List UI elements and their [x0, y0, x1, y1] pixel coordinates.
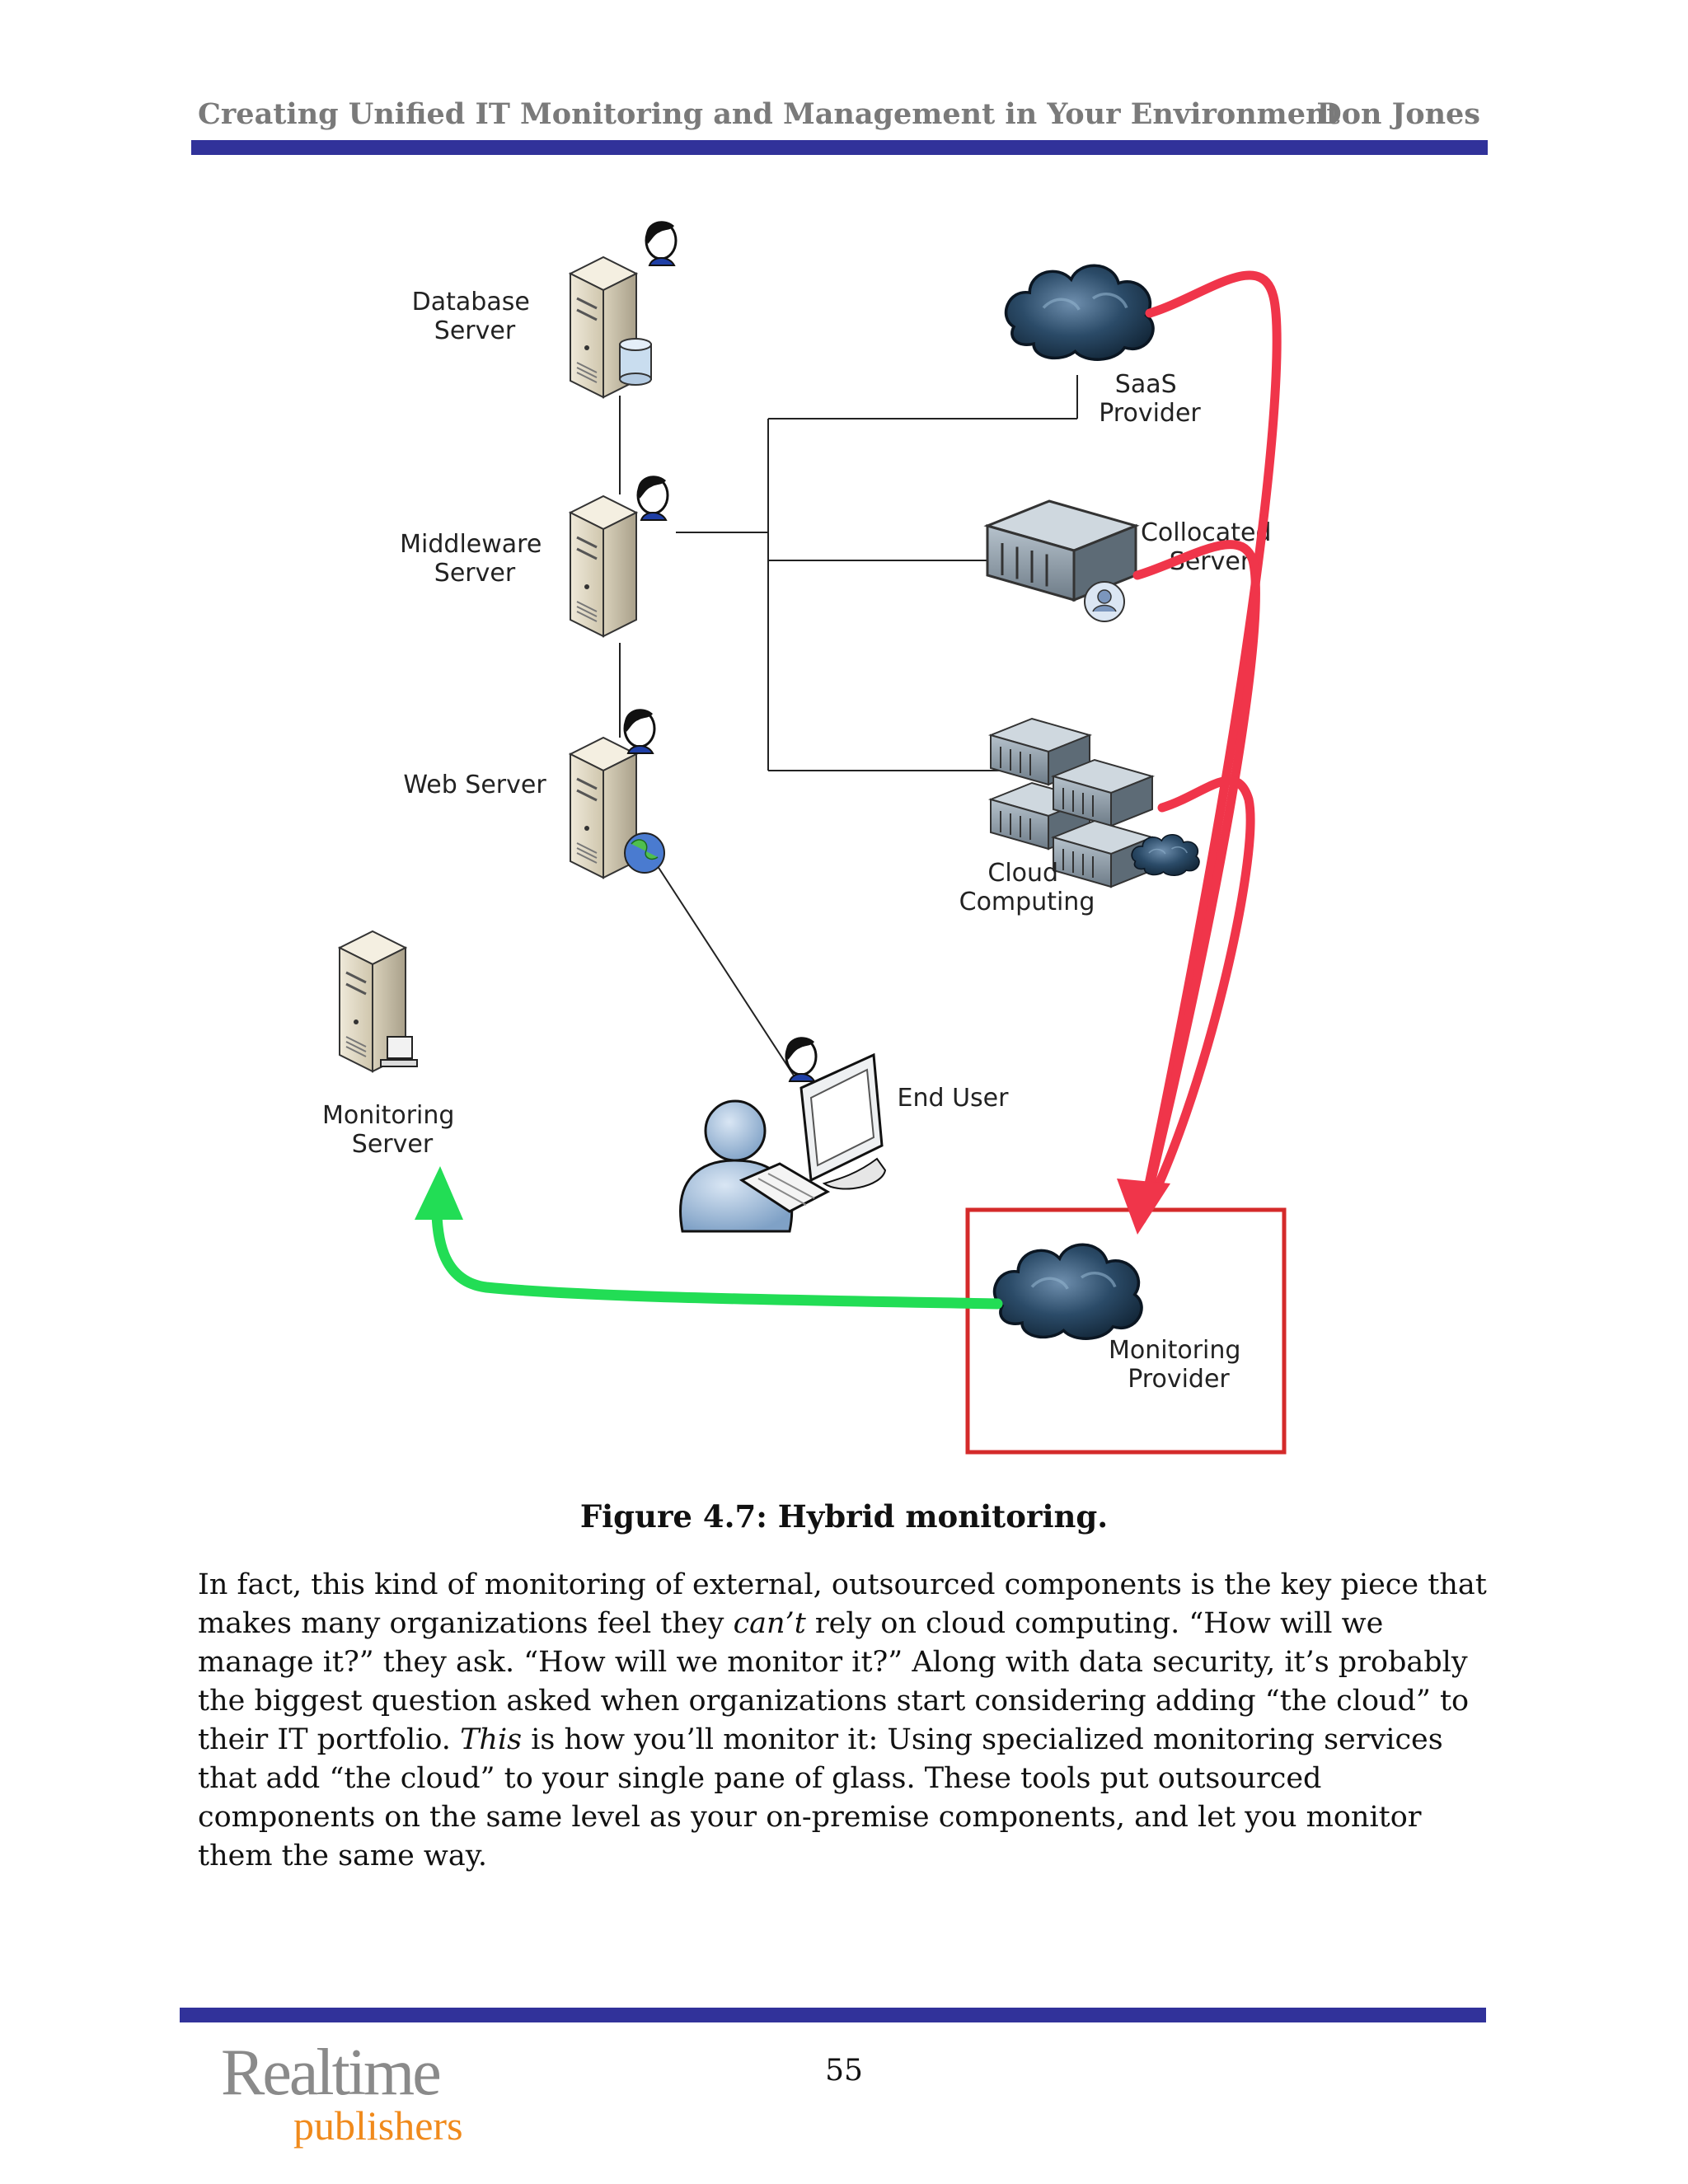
publisher-logo: Realtime publishers	[221, 2036, 485, 2151]
monitoring-provider-label: Monitoring Provider	[1109, 1336, 1249, 1394]
network-lines	[619, 375, 1078, 1076]
monitoring-server-label: Monitoring Server	[322, 1101, 462, 1159]
end-user-label: End User	[898, 1084, 1010, 1113]
middleware-server-icon	[569, 494, 638, 638]
globe-icon	[624, 832, 665, 874]
cloud-computing-label: Cloud Computing	[959, 859, 1095, 916]
monitoring-arrows	[1132, 270, 1282, 1225]
report-arrowhead	[415, 1166, 463, 1220]
logo-publishers: publishers	[293, 2102, 463, 2149]
middleware-admin-icon	[636, 474, 669, 522]
database-admin-icon	[645, 219, 678, 267]
collocated-server-label: Collocated Server	[1141, 518, 1279, 576]
web-server-label: Web Server	[403, 771, 546, 799]
database-server-label: Database Server	[412, 288, 538, 345]
workstation-icon	[380, 1036, 418, 1067]
running-header: Creating Unified IT Monitoring and Manag…	[198, 97, 1480, 134]
saas-provider-label: SaaS Provider	[1099, 370, 1201, 428]
report-arrow	[431, 1188, 1003, 1310]
logo-realtime: Realtime	[221, 2036, 442, 2109]
web-admin-icon	[623, 707, 656, 755]
header-rule	[191, 140, 1488, 155]
footer-rule	[180, 2008, 1486, 2022]
middleware-server-label: Middleware Server	[400, 530, 550, 588]
emphasis-this: This	[460, 1723, 523, 1756]
end-user-admin-icon	[785, 1035, 818, 1083]
shield-badge-icon	[1084, 581, 1125, 622]
monitoring-provider-box	[965, 1207, 1287, 1455]
emphasis-cant: can’t	[733, 1607, 806, 1640]
body-paragraph: In fact, this kind of monitoring of exte…	[198, 1568, 1487, 1872]
figure-caption: Figure 4.7: Hybrid monitoring.	[579, 1498, 1109, 1535]
database-cylinder-icon	[619, 338, 652, 386]
hybrid-monitoring-diagram: Database Server Middleware Server Web Se…	[313, 198, 1385, 1483]
monitoring-provider-cloud-icon	[992, 1243, 1143, 1341]
document-title: Creating Unified IT Monitoring and Manag…	[198, 97, 1340, 131]
page-number: 55	[825, 2054, 863, 2088]
monitor-icon	[799, 1052, 887, 1190]
author-name: Don Jones	[1316, 97, 1480, 131]
monitoring-arrowhead	[1117, 1179, 1170, 1235]
saas-cloud-icon	[1004, 264, 1155, 362]
keyboard-icon	[738, 1162, 831, 1213]
